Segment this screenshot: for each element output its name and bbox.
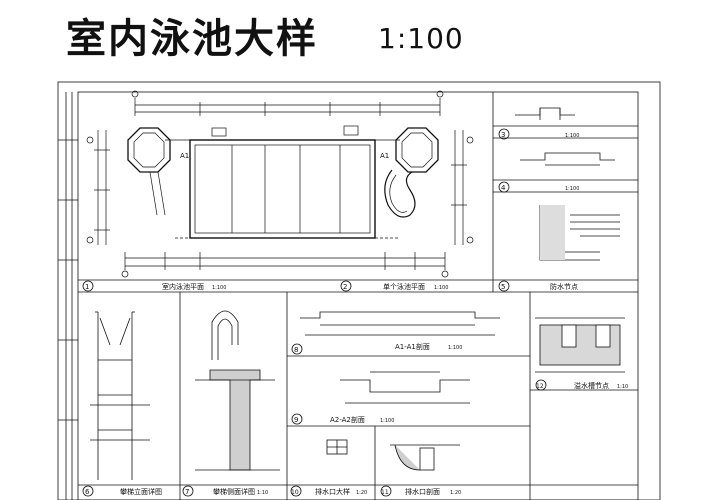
panel-3-scale: 1:100: [565, 133, 579, 139]
panel-10-scale: 1:20: [356, 490, 367, 496]
panel-9-num: 9: [294, 416, 298, 424]
panel-11-title: 排水口剖面: [405, 487, 440, 496]
detail-3-drawing: [515, 107, 575, 120]
panel-4-scale: 1:100: [565, 186, 579, 192]
panel-2-title: 单个泳池平面: [383, 282, 425, 291]
panel-9-title: A2-A2剖面: [330, 415, 365, 424]
panel-5-title: 防水节点: [550, 282, 578, 291]
panel-9-scale: 1:100: [380, 418, 394, 424]
panel-7-scale: 1:10: [257, 490, 268, 496]
ladder-side-drawing: [195, 310, 280, 471]
panel-8-title: A1-A1剖面: [395, 342, 430, 351]
drain-detail-drawing: [326, 439, 348, 455]
pool-plan-drawing: [86, 90, 474, 278]
panel-2-scale: 1:100: [434, 285, 448, 291]
panel-1-num: 1: [85, 283, 89, 291]
section-a1-drawing: [300, 311, 500, 336]
panel-1-scale: 1:100: [212, 285, 226, 291]
panel-12-scale: 1:10: [617, 384, 628, 390]
panel-5-num: 5: [501, 283, 505, 291]
panel-8-num: 8: [294, 346, 298, 354]
detail-4-drawing: [520, 152, 615, 166]
panel-6-title: 攀梯立面详图: [120, 487, 162, 496]
panel-12-num: 12: [536, 383, 544, 390]
panel-11-scale: 1:20: [450, 490, 461, 496]
panel-12-title: 溢水槽节点: [574, 381, 609, 390]
panel-7-num: 7: [185, 488, 189, 496]
panel-4-num: 4: [501, 184, 506, 192]
panel-7-title: 攀梯侧面详图: [213, 487, 255, 496]
overflow-gutter-drawing: [535, 317, 625, 373]
panel-10-title: 排水口大样: [315, 487, 350, 496]
sheet-frame: [57, 81, 661, 500]
drawing-title: 室内泳池大样: [66, 16, 318, 62]
mark-a1-right: A1: [380, 152, 389, 160]
panel-11-num: 11: [381, 489, 389, 496]
drain-section-drawing: [390, 444, 460, 471]
panel-3-num: 3: [501, 131, 505, 139]
panel-10-num: 10: [291, 489, 299, 496]
section-a2-drawing: [340, 371, 470, 404]
panel-2-num: 2: [343, 283, 347, 291]
mark-a1-left: A1: [180, 152, 189, 160]
panel-8-scale: 1:100: [448, 345, 462, 351]
ladder-elevation-drawing: [90, 311, 150, 480]
panel-1-title: 室内泳池平面: [162, 282, 204, 291]
drawing-scale: 1:100: [378, 22, 464, 55]
waterproof-detail-drawing: [539, 205, 620, 261]
panel-6-num: 6: [85, 488, 90, 496]
